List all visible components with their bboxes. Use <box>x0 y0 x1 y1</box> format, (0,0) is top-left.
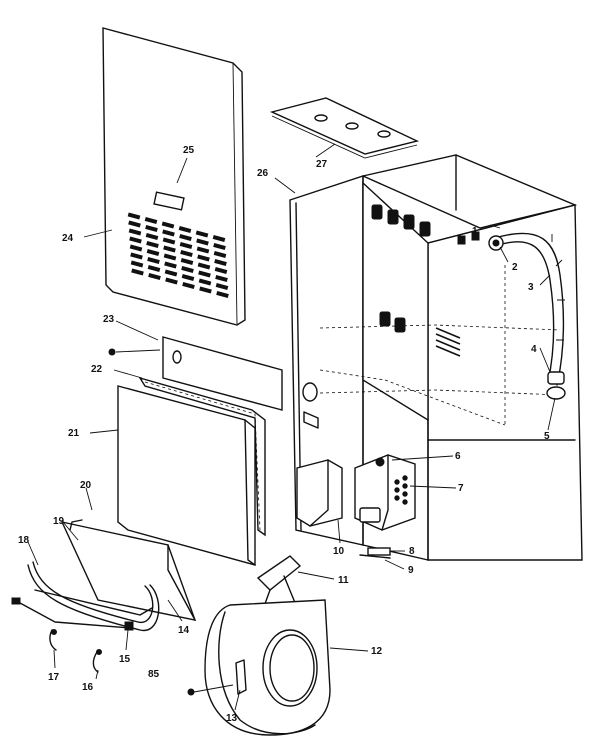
louver-slot <box>165 277 178 285</box>
louver-slot <box>196 246 210 254</box>
louver-slot <box>145 233 159 240</box>
callout-16: 16 <box>82 682 94 693</box>
louver-slot <box>180 250 193 257</box>
callout-3: 3 <box>528 282 534 293</box>
callout-8: 8 <box>409 546 415 557</box>
furnace-cabinet <box>289 154 583 561</box>
louver-slot <box>215 275 228 282</box>
louver-slot <box>214 259 227 266</box>
callout-2: 2 <box>512 262 518 273</box>
louver-slot <box>178 226 192 233</box>
louver-slot <box>130 252 143 260</box>
louver-slot <box>146 241 159 248</box>
louver-slot <box>161 221 175 229</box>
callout-1: 1 <box>472 226 478 237</box>
louver-slot <box>145 225 158 232</box>
callout-20: 20 <box>80 480 92 491</box>
louver-slot <box>195 230 209 238</box>
callout-12: 12 <box>371 646 383 657</box>
louver-slot <box>163 253 177 261</box>
louver-slot <box>146 249 160 256</box>
louver-slot <box>213 251 227 258</box>
callout-22: 22 <box>91 364 103 375</box>
louver-slot <box>162 237 176 245</box>
callout-24: 24 <box>62 233 74 244</box>
callout-10: 10 <box>333 546 345 557</box>
louver-slot <box>148 273 161 280</box>
callout-21: 21 <box>68 428 80 439</box>
louver-slot <box>147 257 160 264</box>
louver-slot <box>179 234 192 241</box>
louver-slot <box>164 261 177 269</box>
louver-slot <box>129 236 142 244</box>
callout-15: 15 <box>119 654 131 665</box>
louver-slot <box>147 265 161 272</box>
callout-9: 9 <box>408 565 414 576</box>
louver-slot <box>181 266 194 273</box>
callout-17: 17 <box>48 672 60 683</box>
louver-slot <box>196 238 209 246</box>
leader-lines <box>27 143 556 711</box>
louver-slot <box>129 244 143 252</box>
louver-slot <box>214 267 228 274</box>
callout-27: 27 <box>316 159 328 170</box>
access-panel <box>117 385 256 566</box>
filter-channel <box>108 336 283 411</box>
filter-rack <box>11 519 197 673</box>
callout-6: 6 <box>455 451 461 462</box>
callout-85: 85 <box>148 669 160 680</box>
louver-slots <box>127 212 229 298</box>
louver-slot <box>164 269 178 277</box>
louver-slot <box>213 243 226 250</box>
callout-13: 13 <box>226 713 238 724</box>
louver-slot <box>128 228 142 236</box>
louver-slot <box>144 217 158 224</box>
gasket-strip <box>138 376 266 537</box>
louver-slot <box>198 278 212 286</box>
callout-labels: 1 2 3 4 5 6 7 8 9 10 11 12 13 14 15 16 1… <box>18 145 550 724</box>
louver-slot <box>212 235 226 242</box>
callout-4: 4 <box>531 344 537 355</box>
callout-19: 19 <box>53 516 65 527</box>
louver-slot <box>199 286 212 294</box>
callout-7: 7 <box>458 483 464 494</box>
top-plate <box>269 97 420 159</box>
callout-23: 23 <box>103 314 115 325</box>
callout-25: 25 <box>183 145 195 156</box>
callout-5: 5 <box>544 431 550 442</box>
louver-slot <box>128 220 141 228</box>
louver-slot <box>215 283 229 290</box>
louver-slot <box>216 291 229 298</box>
louver-slot <box>127 212 141 220</box>
louver-slot <box>130 260 144 268</box>
louver-slot <box>131 268 144 276</box>
callout-14: 14 <box>178 625 190 636</box>
louver-slot <box>182 282 195 289</box>
louver-slot <box>197 262 211 270</box>
louver-slot <box>163 245 176 253</box>
louver-slot <box>180 258 194 265</box>
louver-slot <box>162 229 175 237</box>
louver-slot <box>198 270 211 278</box>
louver-slot <box>197 254 210 262</box>
front-door-panel <box>102 27 246 326</box>
blower-housing <box>187 599 331 736</box>
callout-18: 18 <box>18 535 30 546</box>
callout-26: 26 <box>257 168 269 179</box>
louver-slot <box>179 242 193 249</box>
louver-slot <box>181 274 195 281</box>
callout-11: 11 <box>338 575 349 586</box>
